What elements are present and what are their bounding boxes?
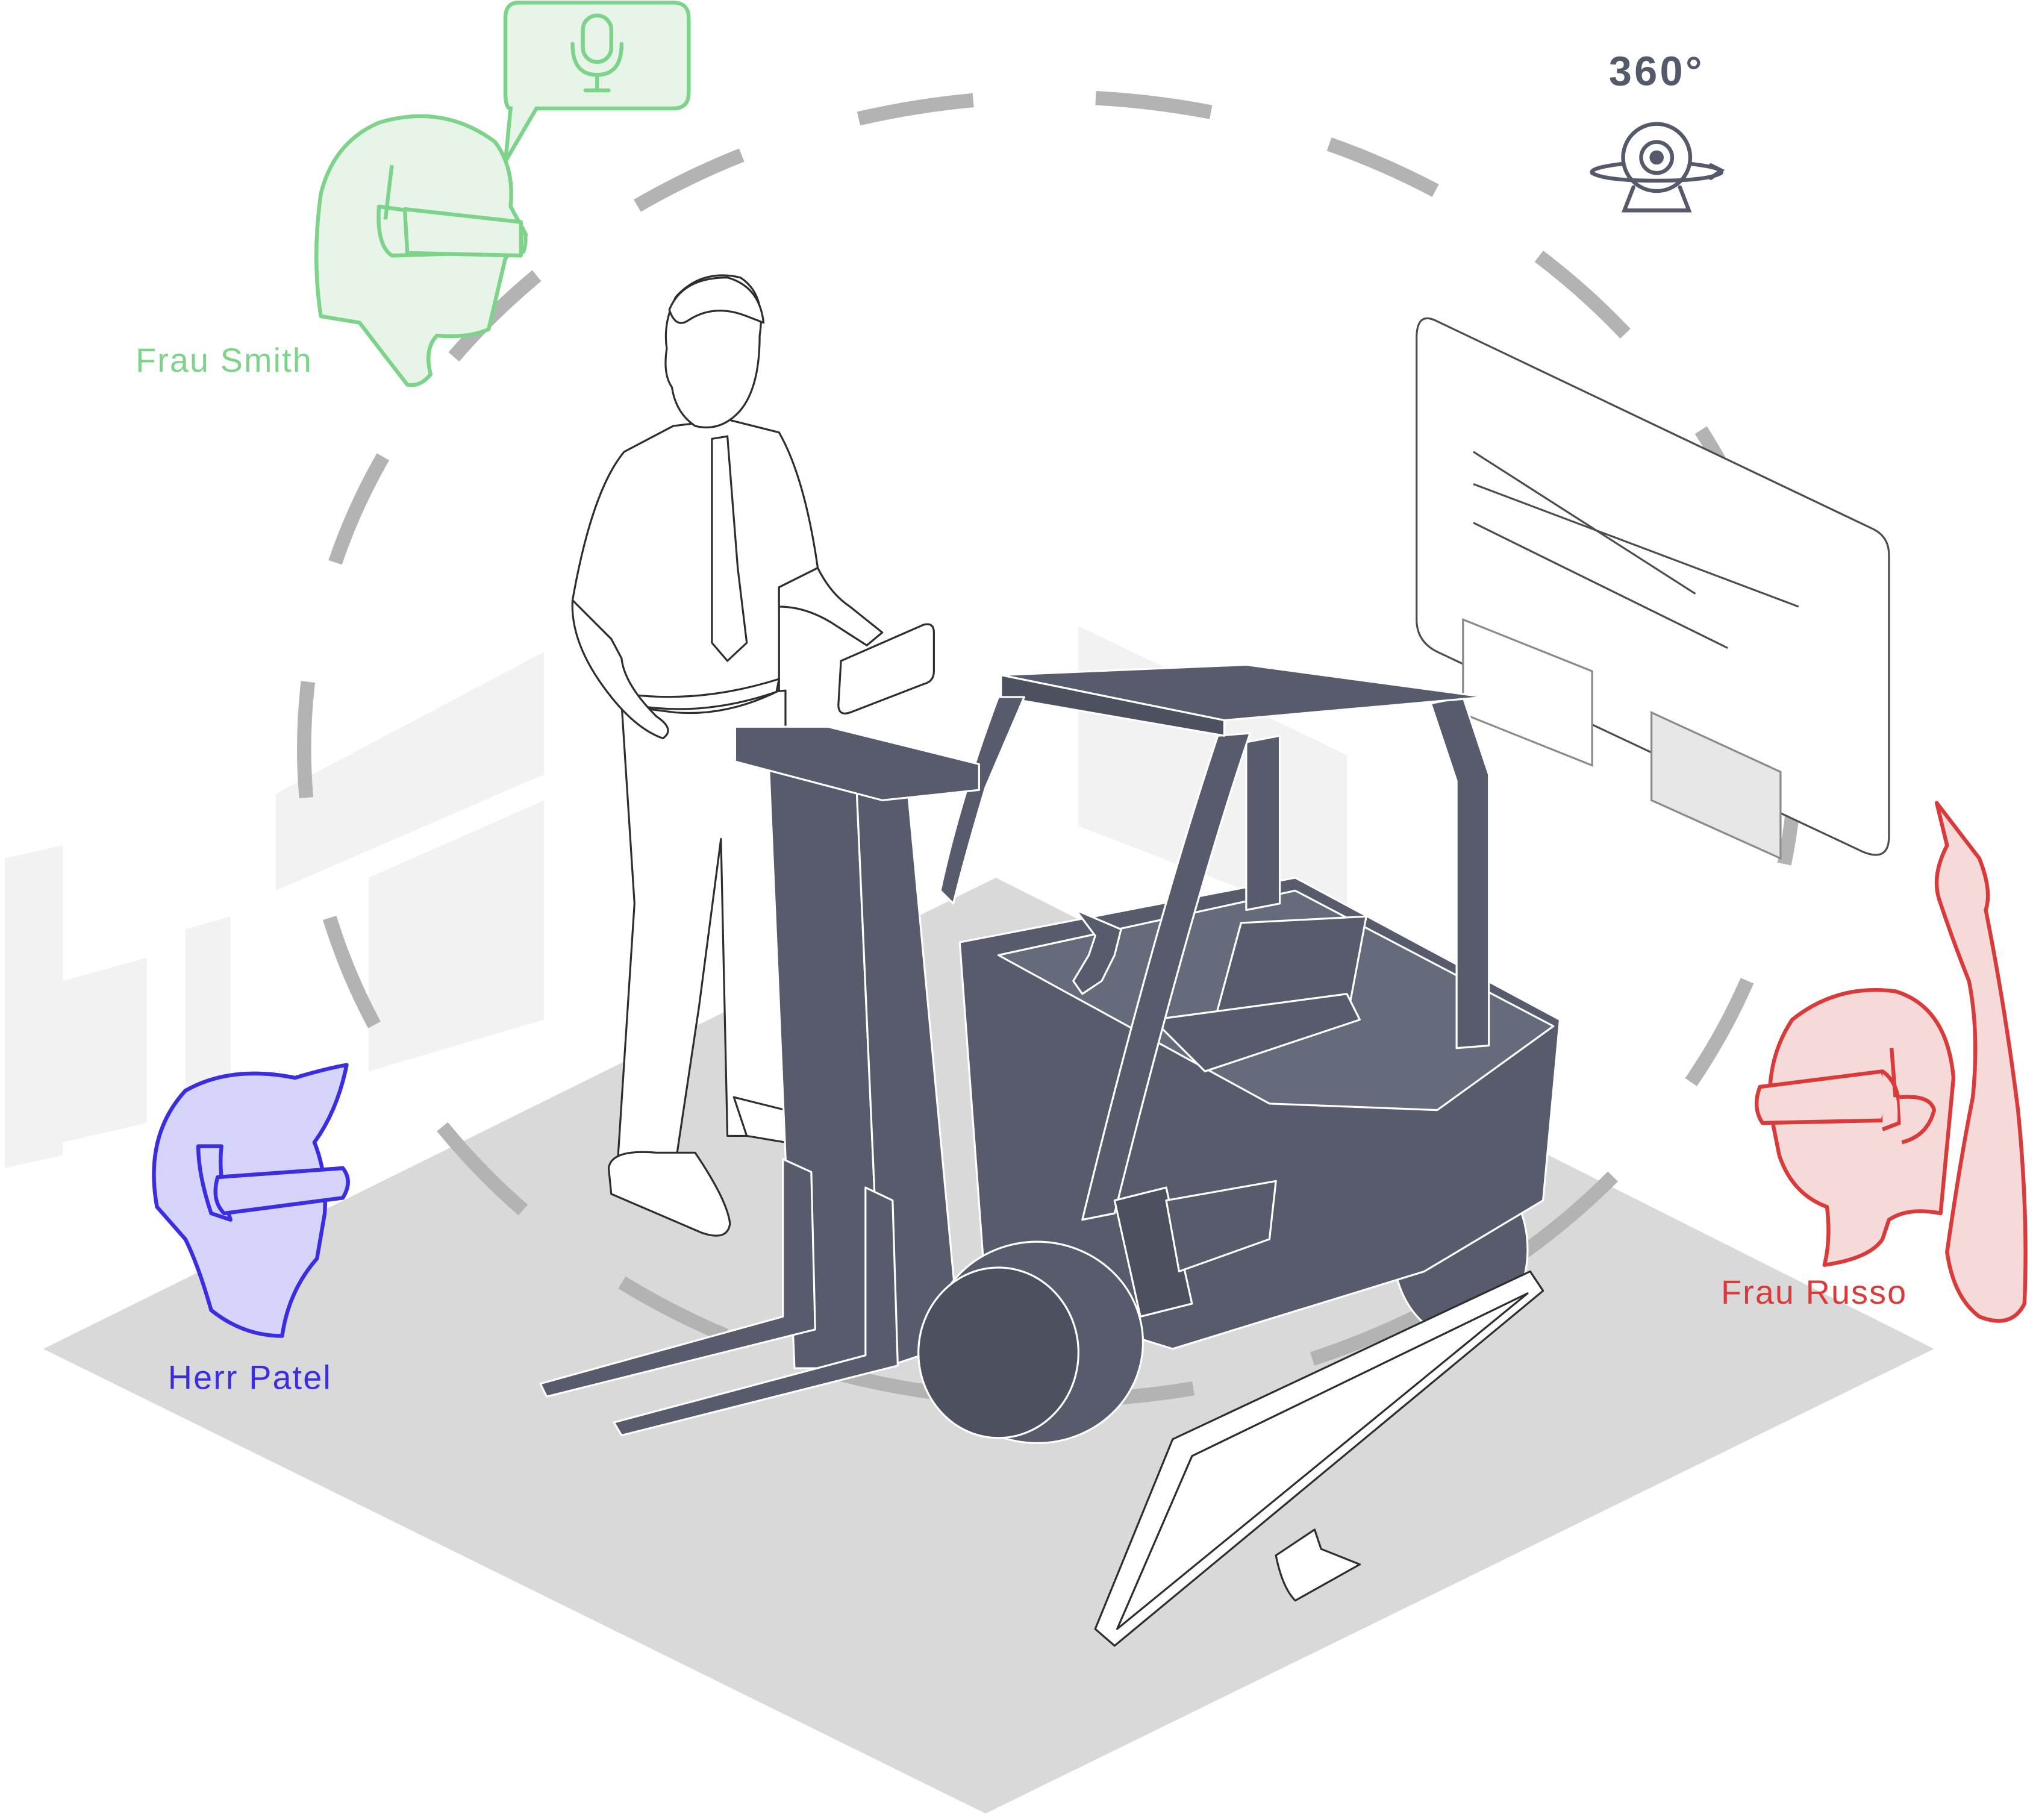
- camera-360: 360°: [1590, 48, 1725, 213]
- desktop-monitor: [1094, 1270, 1544, 1647]
- participant-name: Frau Smith: [136, 342, 313, 379]
- camera-label: 360°: [1609, 48, 1705, 94]
- 360-camera-icon: [1590, 122, 1725, 213]
- participant-patel: Herr Patel: [152, 1063, 350, 1396]
- microphone-icon: [570, 13, 624, 93]
- vr-headset: [1754, 1048, 1937, 1145]
- avatar-russo: [1767, 988, 1956, 1267]
- participant-name: Herr Patel: [168, 1359, 332, 1396]
- worker-figure: [571, 274, 935, 1237]
- participant-smith: Frau Smith: [136, 1, 691, 387]
- vr-headset: [376, 164, 528, 258]
- participant-name: Frau Russo: [1721, 1274, 1907, 1311]
- pointing-arm: [1934, 801, 2028, 1323]
- participant-russo: Frau Russo: [1721, 801, 2028, 1323]
- holo-panel: [1416, 317, 1890, 860]
- vr-headset: [196, 1144, 350, 1222]
